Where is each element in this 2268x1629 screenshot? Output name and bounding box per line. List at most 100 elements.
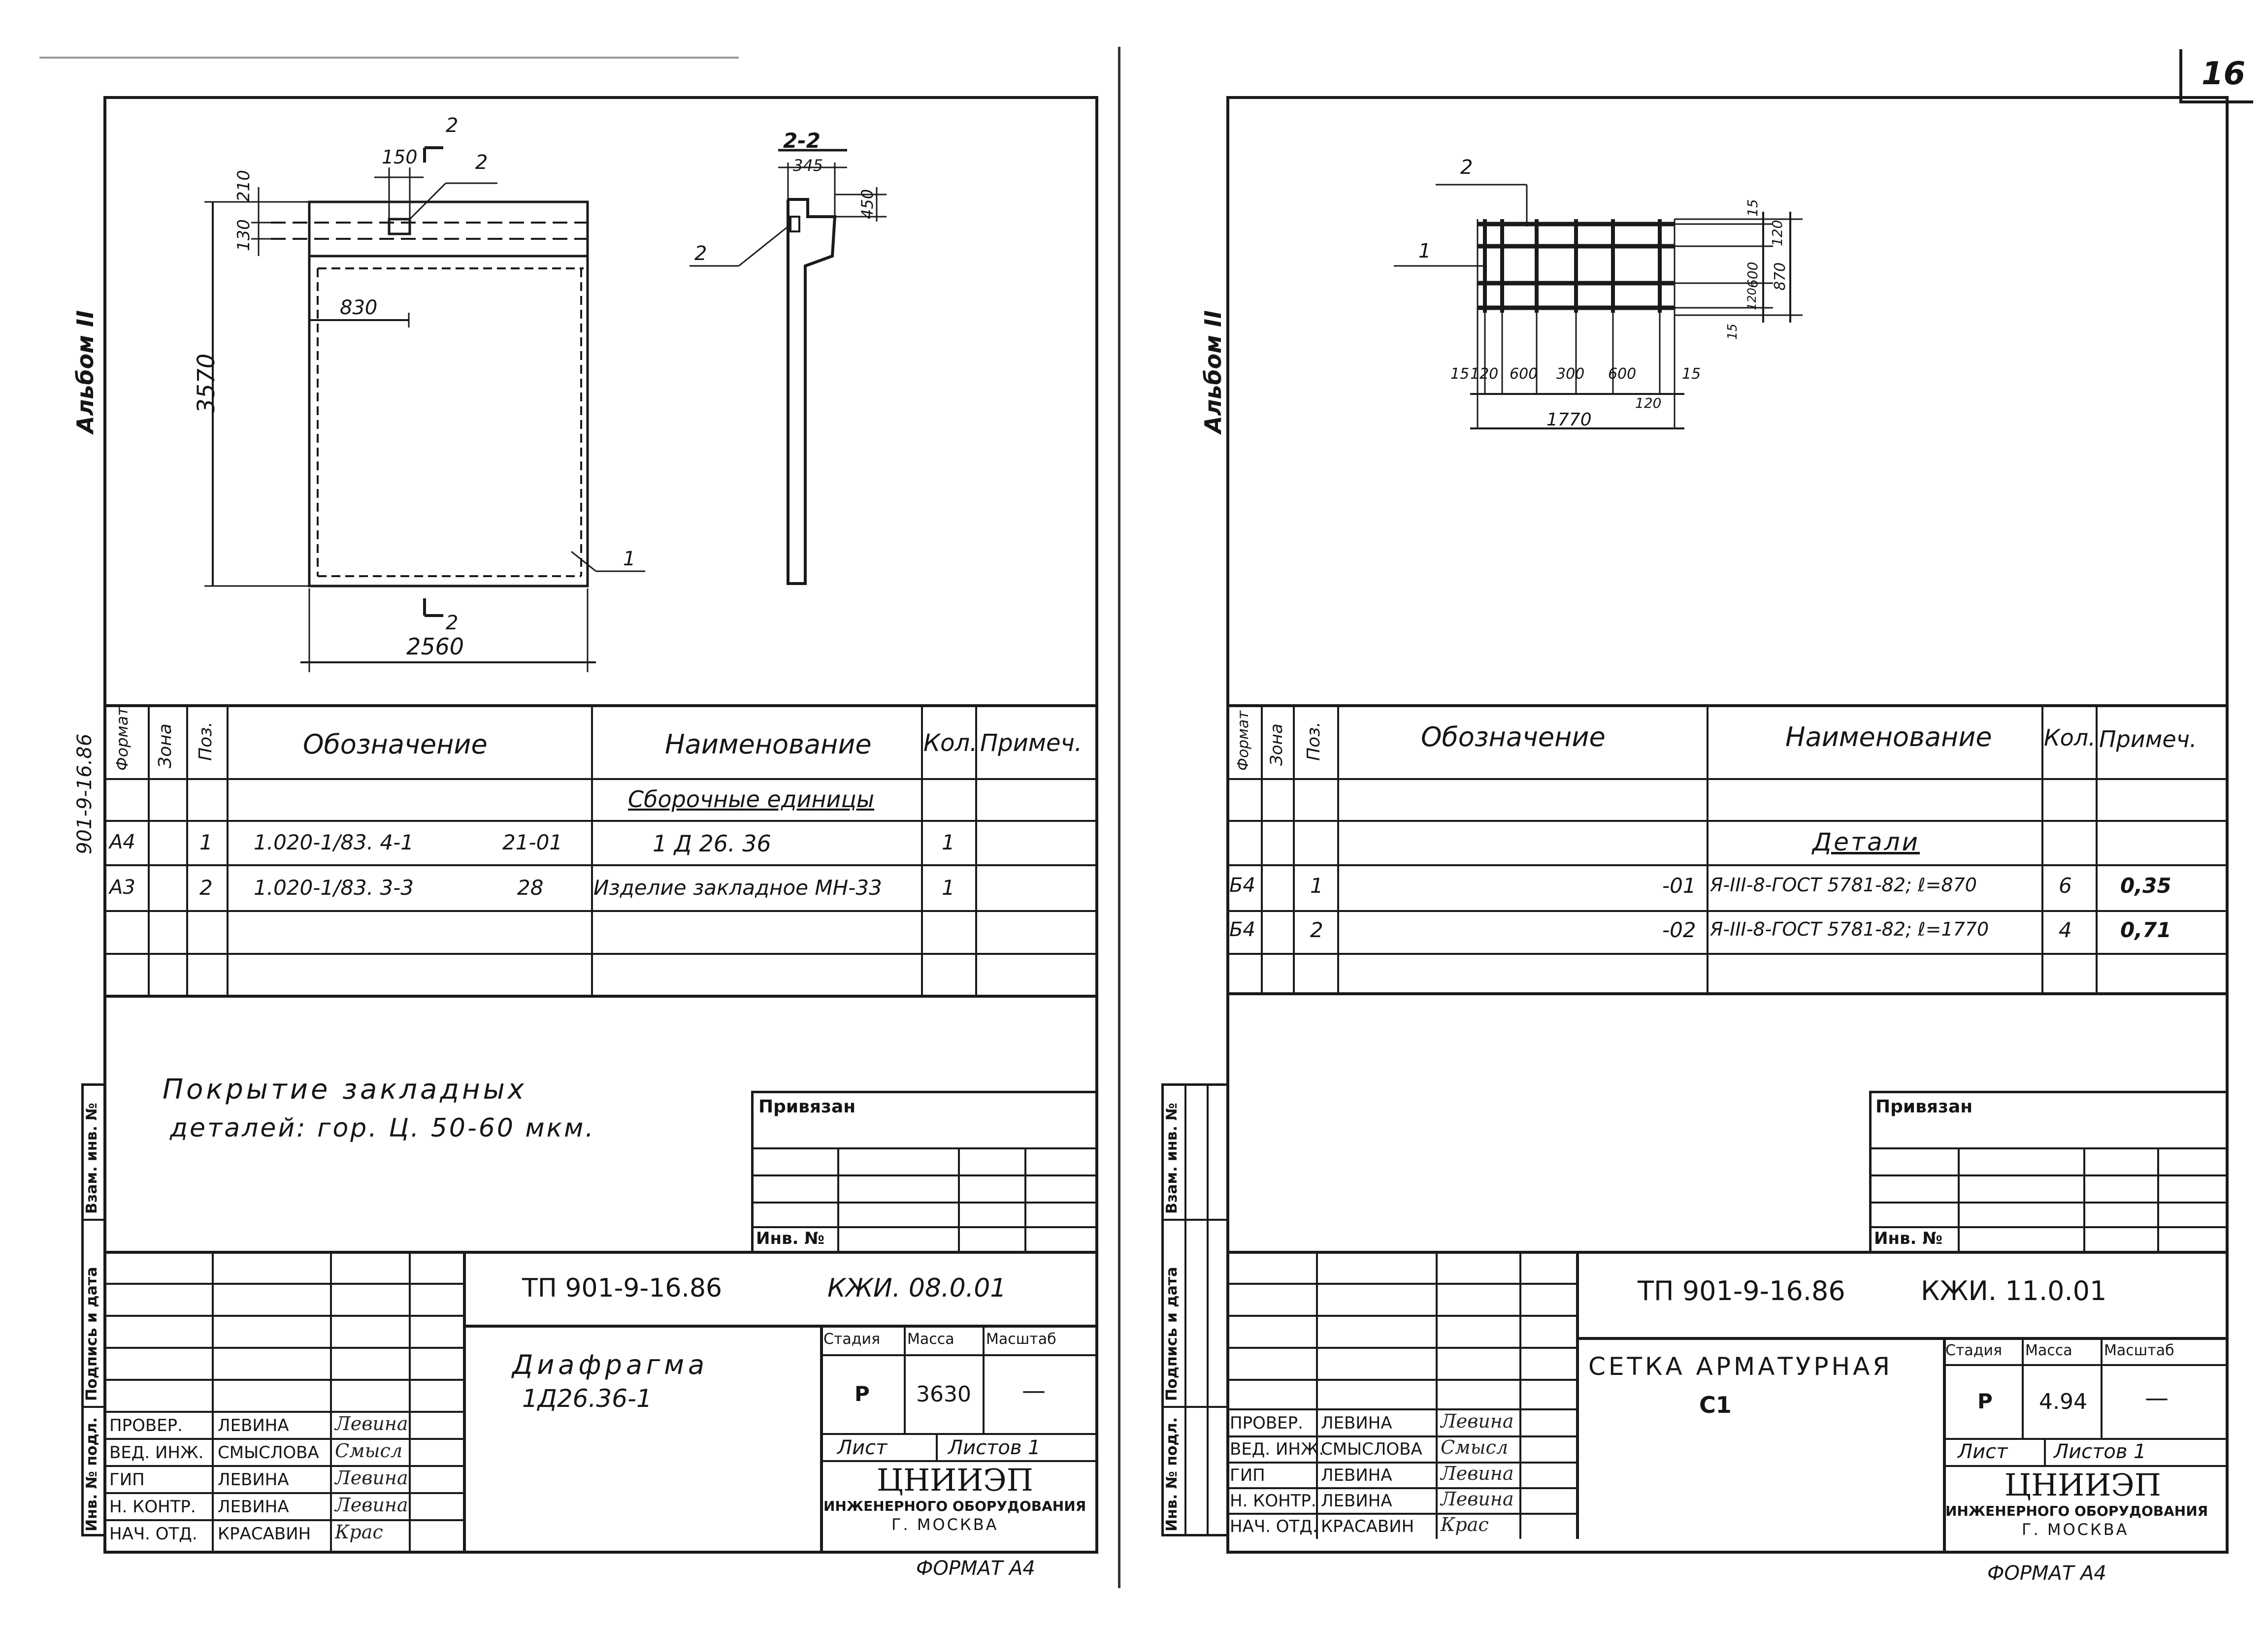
right-stamp-row-line — [1226, 1347, 1576, 1349]
right-spec-row2-pos: 2 — [1310, 918, 1323, 942]
left-stamp-col — [820, 1325, 823, 1554]
right-spec-line — [1226, 820, 2229, 822]
left-privyazan-col — [837, 1147, 839, 1251]
left-stamp-row-line — [103, 1519, 463, 1521]
left-mass-label: Масса — [907, 1331, 954, 1348]
right-spec-h-note: Примеч. — [2099, 726, 2197, 752]
right-mass-value: 4.94 — [2039, 1389, 2087, 1414]
left-mass-value: 3630 — [916, 1382, 971, 1407]
right-privyazan-col — [2083, 1147, 2085, 1251]
left-role-4: Н. контр. — [109, 1497, 196, 1517]
left-sheets-count: Листов 1 — [948, 1436, 1041, 1459]
left-stamp-col — [409, 1251, 411, 1554]
left-side-box-divider — [81, 1219, 106, 1221]
right-privyazan-line — [1869, 1174, 2229, 1176]
left-title-line2: 1Д26.36-1 — [522, 1384, 652, 1413]
left-privyazan-label: Привязан — [758, 1097, 856, 1117]
left-role-1: Провер. — [109, 1416, 183, 1435]
left-spec-h-format: Формат — [113, 707, 131, 771]
left-spec-h-qty: Кол. — [923, 729, 978, 757]
left-side-box-sign: Подпись и дата — [83, 1267, 100, 1401]
right-stamp-row-line — [1226, 1283, 1576, 1285]
left-sheet-frame — [103, 96, 1098, 1554]
left-privyazan-line — [751, 1174, 1098, 1176]
left-dim-3570: 3570 — [193, 353, 220, 414]
left-spec-row2-name: Изделие закладное МН-33 — [593, 876, 882, 900]
left-dim-210: 210 — [234, 170, 254, 202]
right-title-line1: Сетка арматурная — [1588, 1352, 1893, 1381]
right-side-box-replace: Взам. инв. № — [1163, 1103, 1181, 1214]
right-role-3-name: Левина — [1321, 1466, 1392, 1485]
right-spec-h-pos: Поз. — [1304, 721, 1324, 761]
right-spec-col — [1293, 704, 1295, 992]
left-note-line1: Покрытие закладных — [163, 1074, 527, 1106]
right-sheets-count: Листов 1 — [2054, 1440, 2146, 1463]
right-title-line2: С1 — [1699, 1392, 1732, 1418]
left-spec-col — [975, 704, 977, 995]
left-role-4-name: Левина — [218, 1497, 289, 1517]
right-side-box-divider — [1161, 1406, 1229, 1408]
right-scale-value: — — [2145, 1384, 2169, 1412]
left-stamp-row-line — [103, 1315, 463, 1317]
left-spec-row2-suffix: 28 — [517, 876, 544, 900]
left-spec-col — [186, 704, 188, 995]
left-spec-line — [103, 778, 1098, 780]
right-role-3-signature: Левина — [1441, 1463, 1514, 1484]
right-role-4-name: Левина — [1321, 1491, 1392, 1511]
right-drawing-code: КЖИ. 11.0.01 — [1921, 1275, 2107, 1306]
right-org-city: г. Москва — [2022, 1520, 2129, 1539]
right-org-line2: инженерного оборудования — [1945, 1503, 2208, 1519]
left-side-box-replace: Взам. инв. № — [83, 1103, 100, 1214]
left-dim-150: 150 — [382, 146, 418, 168]
left-spec-h-name: Наименование — [665, 729, 872, 760]
right-stamp-col — [2101, 1337, 2103, 1438]
right-album-label: Альбом II — [1200, 310, 1226, 433]
left-org-line2: инженерного оборудования — [823, 1498, 1086, 1514]
left-spec-row1-suffix: 21-01 — [502, 830, 563, 854]
right-privyazan-box — [1869, 1091, 2229, 1251]
left-spec-row2-designation: 1.020-1/83. 3-3 — [254, 876, 414, 900]
right-spec-h-designation: Обозначение — [1421, 721, 1606, 752]
right-stamp-col — [1943, 1337, 1946, 1554]
scan-center-fold-line — [1118, 47, 1120, 1588]
left-stamp-col — [212, 1251, 214, 1554]
right-spec-row1-name: Я-III-8-ГОСТ 5781-82; ℓ=870 — [1710, 874, 1977, 896]
left-org-city: г. Москва — [891, 1515, 999, 1534]
left-stamp-line — [820, 1354, 1098, 1356]
right-stamp-row-line — [1226, 1435, 1576, 1437]
right-inv-no-label: Инв. № — [1874, 1229, 1943, 1248]
right-stamp-col — [2044, 1438, 2046, 1465]
right-spec-row2-name: Я-III-8-ГОСТ 5781-82; ℓ=1770 — [1710, 918, 1989, 940]
right-privyazan-col — [2157, 1147, 2159, 1251]
right-role-5-name: Красавин — [1321, 1517, 1414, 1536]
left-spec-row1-format: А4 — [109, 831, 135, 853]
left-spec-h-pos: Поз. — [196, 721, 216, 761]
right-dim-bottom-1: 15 — [1450, 365, 1470, 383]
left-album-label: Альбом II — [72, 310, 99, 433]
right-sheet-frame — [1226, 96, 2229, 1554]
right-stamp-line — [1943, 1364, 2229, 1366]
right-stamp-top — [1226, 1251, 2229, 1254]
right-dim-bottom-7: 15 — [1682, 365, 1701, 383]
left-callout-2: 2 — [475, 151, 488, 174]
left-stamp-col — [463, 1251, 466, 1554]
right-stamp-line — [1943, 1465, 2229, 1467]
right-stamp-row-line — [1226, 1379, 1576, 1381]
left-spec-col — [227, 704, 229, 995]
right-dim-bottom-4: 300 — [1556, 365, 1585, 383]
left-spec-row2-pos: 2 — [199, 876, 213, 900]
right-spec-h-format: Формат — [1235, 711, 1252, 771]
left-role-1-name: Левина — [218, 1416, 289, 1435]
left-role-2-signature: Смысл — [335, 1440, 403, 1462]
left-dim-2560: 2560 — [406, 633, 464, 660]
left-stamp-top — [103, 1251, 1098, 1254]
right-spec-col — [1337, 704, 1339, 992]
left-stamp-row-line — [103, 1492, 463, 1494]
right-side-box-sign: Подпись и дата — [1163, 1267, 1181, 1401]
left-title-line1: Диафрагма — [512, 1349, 709, 1380]
right-stage-label: Стадия — [1945, 1342, 2003, 1359]
left-spec-row1-pos: 1 — [199, 830, 213, 854]
left-format-label: Формат А4 — [916, 1557, 1035, 1580]
page-number-box — [2179, 49, 2253, 103]
right-role-4-signature: Левина — [1441, 1488, 1514, 1510]
